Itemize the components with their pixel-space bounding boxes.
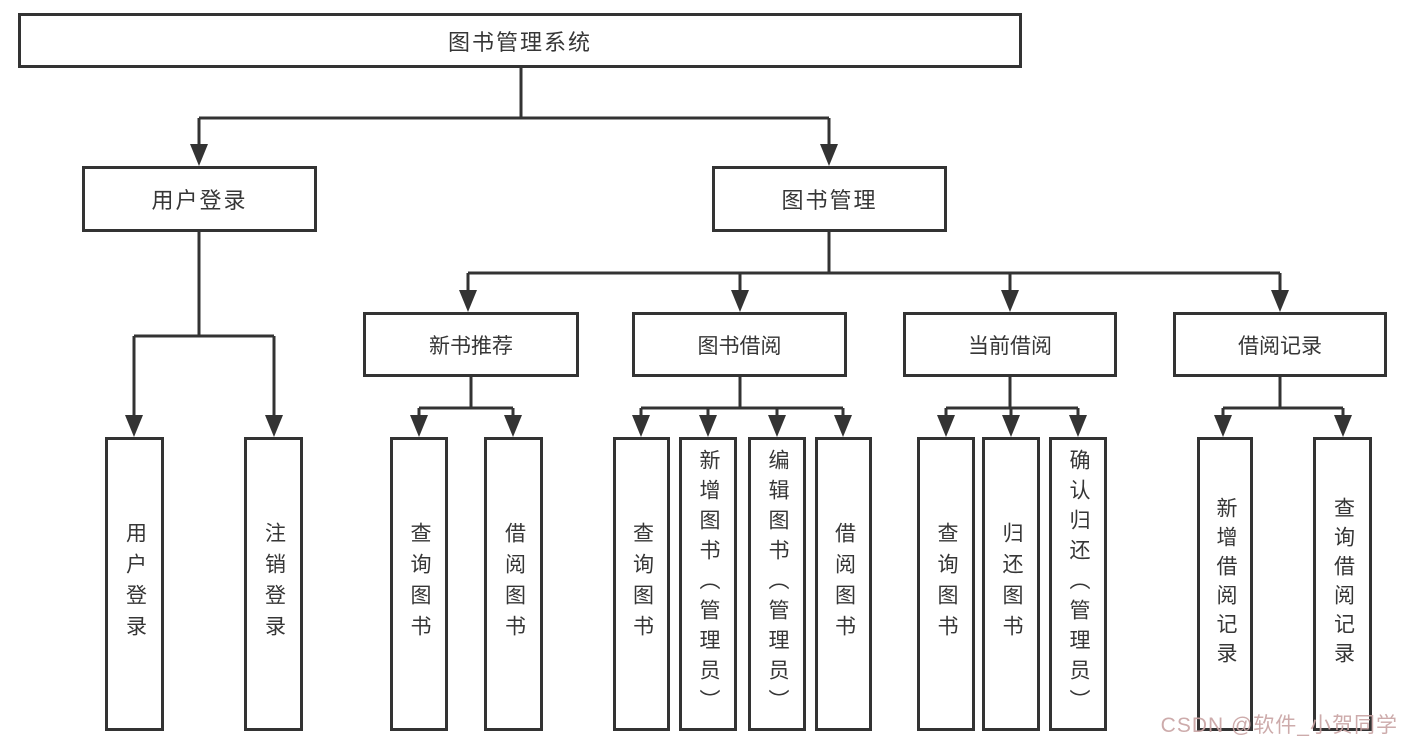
arrow-icon (937, 415, 955, 437)
arrow-icon (820, 144, 838, 166)
arrow-icon (632, 415, 650, 437)
arrow-icon (190, 144, 208, 166)
connector-root-to-level2 (197, 68, 831, 148)
leaf-edit-books-admin: 编辑图书（管理员） (748, 437, 806, 731)
leaf-query-books-current: 查询图书 (917, 437, 975, 731)
node-book-borrowing: 图书借阅 (632, 312, 847, 377)
arrow-icon (410, 415, 428, 437)
arrow-icon (504, 415, 522, 437)
arrow-icon (1334, 415, 1352, 437)
leaf-user-login: 用户登录 (105, 437, 164, 731)
arrow-icon (699, 415, 717, 437)
node-borrowing-records: 借阅记录 (1173, 312, 1387, 377)
arrow-icon (1271, 290, 1289, 312)
leaf-query-books-recommend: 查询图书 (390, 437, 448, 731)
leaf-query-borrow-record: 查询借阅记录 (1313, 437, 1372, 731)
arrow-icon (1002, 415, 1020, 437)
leaf-add-borrow-record: 新增借阅记录 (1197, 437, 1253, 731)
leaf-logout-login: 注销登录 (244, 437, 303, 731)
leaf-borrow-books-borrowing: 借阅图书 (815, 437, 872, 731)
arrow-icon (265, 415, 283, 437)
leaf-query-books-borrowing: 查询图书 (613, 437, 670, 731)
connector-user-login-to-leaves (132, 232, 276, 420)
arrow-icon (459, 290, 477, 312)
node-book-management: 图书管理 (712, 166, 947, 232)
connector-book-management-to-level3 (466, 232, 1282, 294)
node-user-login: 用户登录 (82, 166, 317, 232)
arrow-icon (1001, 290, 1019, 312)
leaf-confirm-return-admin: 确认归还（管理员） (1049, 437, 1107, 731)
arrow-icon (1069, 415, 1087, 437)
arrow-icon (1214, 415, 1232, 437)
arrow-icon (731, 290, 749, 312)
csdn-watermark: CSDN @软件_小贺同学 (1160, 714, 1398, 737)
arrow-icon (768, 415, 786, 437)
connector-level3-to-leaves (417, 377, 1345, 420)
arrow-icon (125, 415, 143, 437)
node-new-book-recommendation: 新书推荐 (363, 312, 579, 377)
leaf-return-books: 归还图书 (982, 437, 1040, 731)
leaf-borrow-books-recommend: 借阅图书 (484, 437, 543, 731)
arrow-icon (834, 415, 852, 437)
node-library-management-system: 图书管理系统 (18, 13, 1022, 68)
leaf-add-books-admin: 新增图书（管理员） (679, 437, 737, 731)
node-current-borrowing: 当前借阅 (903, 312, 1117, 377)
